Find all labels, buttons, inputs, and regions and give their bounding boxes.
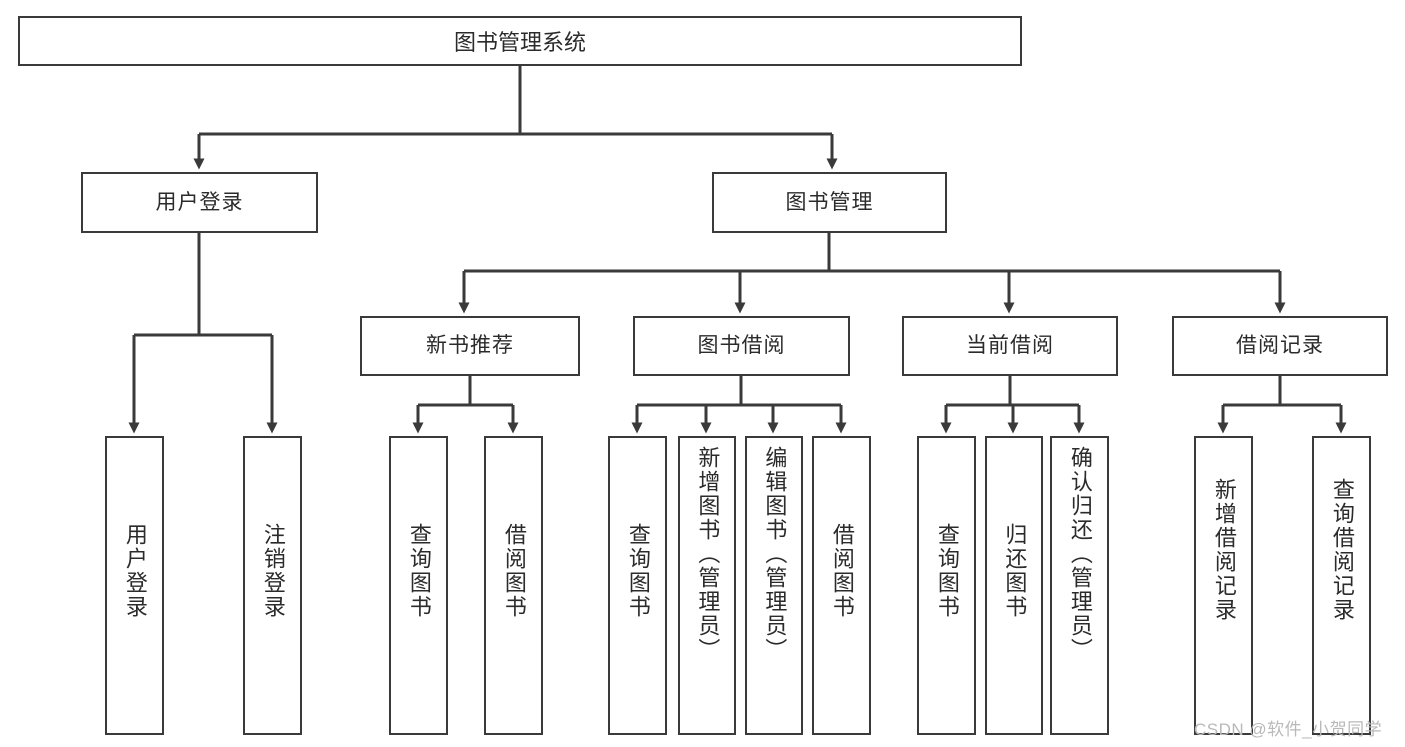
csdn-watermark: CSDN @软件_小贺同学 xyxy=(1194,720,1383,739)
leaf-label: 归还图书 xyxy=(1002,523,1028,619)
node-current-borrow[interactable]: 当前借阅 xyxy=(902,316,1118,376)
node-label: 图书管理 xyxy=(785,190,874,214)
leaf-borrow-query-book[interactable]: 查询图书 xyxy=(608,436,667,735)
leaf-record-add-record[interactable]: 新增借阅记录 xyxy=(1194,436,1253,735)
node-borrow-record[interactable]: 借阅记录 xyxy=(1172,316,1388,376)
node-book-management[interactable]: 图书管理 xyxy=(712,172,947,233)
leaf-borrow-add-book-admin[interactable]: 新增图书（管理员） xyxy=(678,436,736,735)
leaf-label: 查询借阅记录 xyxy=(1329,478,1355,622)
leaf-label: 查询图书 xyxy=(934,523,960,619)
leaf-current-confirm-return-admin[interactable]: 确认归还（管理员） xyxy=(1050,436,1109,735)
node-label: 图书借阅 xyxy=(697,334,786,358)
leaf-label: 新增借阅记录 xyxy=(1211,478,1237,622)
node-book-borrow[interactable]: 图书借阅 xyxy=(633,316,850,376)
node-label: 新书推荐 xyxy=(426,334,514,358)
node-root-system[interactable]: 图书管理系统 xyxy=(18,16,1022,66)
leaf-label: 注销登录 xyxy=(260,523,286,619)
leaf-current-query-book[interactable]: 查询图书 xyxy=(917,436,976,735)
leaf-label: 借阅图书 xyxy=(829,523,855,619)
leaf-label: 查询图书 xyxy=(406,523,432,619)
leaf-recommend-query-book[interactable]: 查询图书 xyxy=(389,436,448,735)
leaf-recommend-borrow-book[interactable]: 借阅图书 xyxy=(484,436,543,735)
leaf-label: 用户登录 xyxy=(122,523,148,619)
leaf-label: 新增图书（管理员） xyxy=(695,446,721,662)
leaf-current-return-book[interactable]: 归还图书 xyxy=(985,436,1043,735)
node-label: 借阅记录 xyxy=(1236,334,1324,358)
leaf-label: 编辑图书（管理员） xyxy=(762,446,788,662)
leaf-label: 确认归还（管理员） xyxy=(1067,446,1093,662)
leaf-record-query-record[interactable]: 查询借阅记录 xyxy=(1312,436,1371,735)
leaf-label: 借阅图书 xyxy=(501,523,527,619)
node-label: 用户登录 xyxy=(155,190,244,214)
node-user-login[interactable]: 用户登录 xyxy=(81,172,318,233)
leaf-borrow-edit-book-admin[interactable]: 编辑图书（管理员） xyxy=(745,436,803,735)
leaf-user-login-signin[interactable]: 用户登录 xyxy=(105,436,164,735)
node-label: 图书管理系统 xyxy=(453,30,586,55)
leaf-label: 查询图书 xyxy=(625,523,651,619)
leaf-borrow-borrow-book[interactable]: 借阅图书 xyxy=(812,436,871,735)
node-new-book-recommend[interactable]: 新书推荐 xyxy=(360,316,580,376)
node-label: 当前借阅 xyxy=(966,334,1054,358)
leaf-user-login-signout[interactable]: 注销登录 xyxy=(243,436,302,735)
